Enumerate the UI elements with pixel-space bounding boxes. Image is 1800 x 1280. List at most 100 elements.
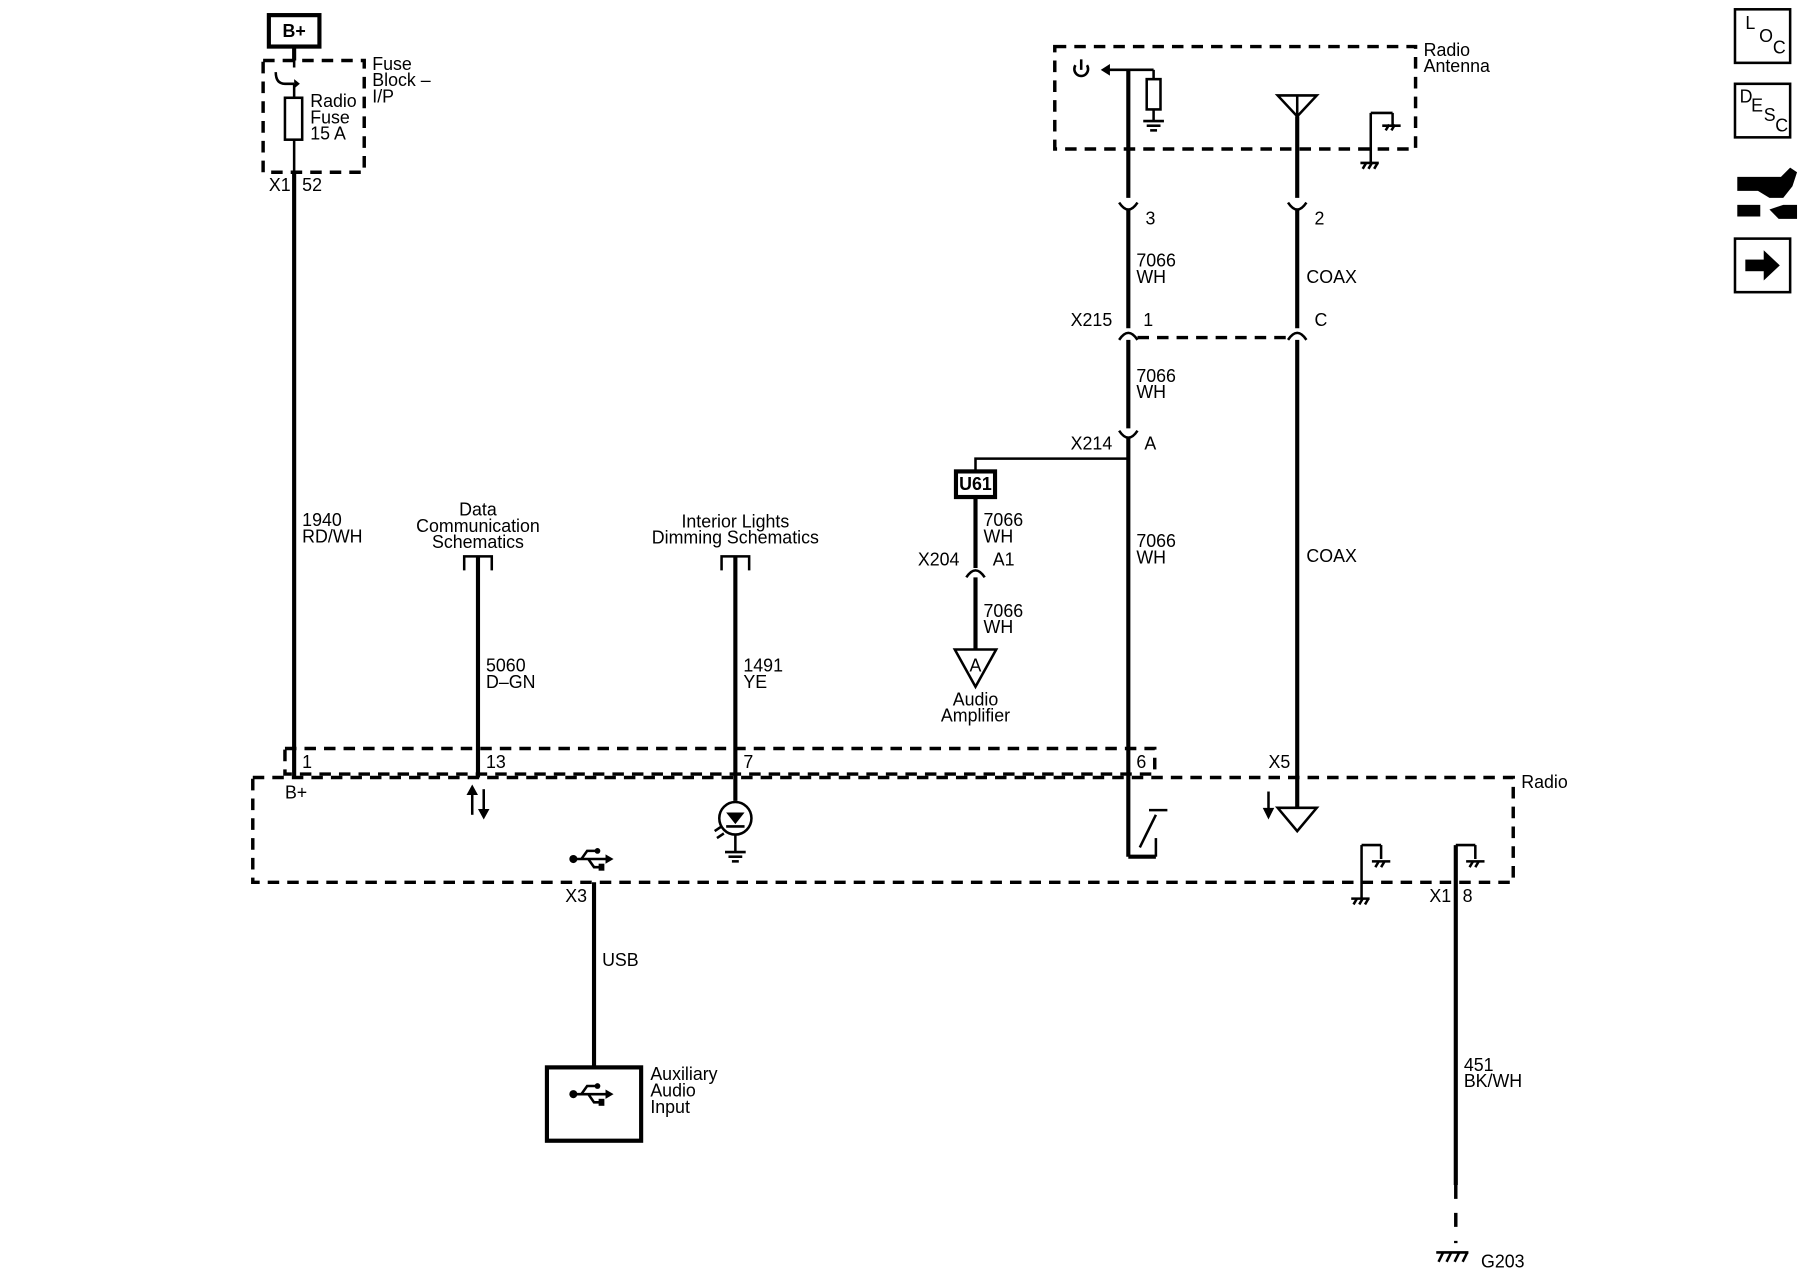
svg-text:Auxiliary: Auxiliary [650, 1064, 717, 1084]
svg-text:D: D [1740, 86, 1753, 106]
svg-text:7066: 7066 [984, 510, 1024, 530]
ground-icon [1143, 119, 1164, 132]
audio-amplifier-reference: A Audio Amplifier [941, 648, 1010, 726]
svg-text:O: O [1759, 26, 1773, 46]
svg-text:Radio: Radio [1424, 40, 1471, 60]
fuse-block-ip: Fuse Block – I/P Radio Fuse 15 A X1 52 [261, 54, 431, 195]
description-button[interactable]: D E S C [1733, 82, 1792, 139]
svg-text:S: S [1764, 105, 1776, 125]
usb-icon [569, 847, 614, 871]
svg-text:YE: YE [743, 672, 767, 692]
next-page-button[interactable] [1733, 237, 1792, 294]
svg-text:WH: WH [1136, 547, 1166, 567]
svg-text:BK/WH: BK/WH [1464, 1071, 1522, 1091]
u61-option-box: U61 [953, 469, 998, 500]
svg-text:Schematics: Schematics [432, 532, 524, 552]
ground-g203-icon [1436, 1251, 1469, 1263]
svg-text:COAX: COAX [1306, 267, 1356, 287]
svg-text:1: 1 [1143, 310, 1153, 330]
svg-text:Audio: Audio [650, 1080, 696, 1100]
bidirectional-data-icon [466, 784, 490, 820]
connector-x215: X215 1 C [1071, 310, 1327, 341]
svg-text:C: C [1773, 37, 1786, 57]
resistor-icon [1145, 77, 1162, 111]
connector-x204: X204 A1 [918, 550, 1015, 579]
svg-text:Amplifier: Amplifier [941, 706, 1010, 726]
svg-text:6: 6 [1136, 752, 1146, 772]
svg-text:1491: 1491 [743, 656, 783, 676]
svg-text:7066: 7066 [1136, 250, 1176, 270]
radio-antenna-module: Radio Antenna [1053, 40, 1490, 170]
svg-text:5060: 5060 [486, 656, 526, 676]
connector-x214: X214 A [1071, 429, 1156, 453]
svg-text:WH: WH [984, 526, 1014, 546]
svg-text:X1: X1 [269, 175, 291, 195]
auxiliary-audio-input: Auxiliary Audio Input [544, 1064, 718, 1143]
svg-text:X215: X215 [1071, 310, 1113, 330]
svg-text:X214: X214 [1071, 433, 1113, 453]
svg-text:1: 1 [302, 752, 312, 772]
svg-text:7066: 7066 [1136, 531, 1176, 551]
svg-text:E: E [1751, 96, 1763, 116]
svg-text:C: C [1775, 115, 1788, 135]
data-communication-reference: Data Communication Schematics [416, 500, 540, 571]
radio-chassis-ground-icon [1351, 843, 1391, 906]
svg-text:A: A [970, 656, 982, 676]
svg-text:WH: WH [1136, 267, 1166, 287]
svg-text:7066: 7066 [984, 601, 1024, 621]
svg-text:COAX: COAX [1306, 546, 1356, 566]
antenna-icon [1274, 94, 1320, 119]
svg-text:A: A [1144, 433, 1156, 453]
fuse-icon [283, 96, 304, 141]
radio-module: Radio 1 B+ 13 7 6 X5 [251, 746, 1568, 906]
svg-text:Antenna: Antenna [1424, 56, 1490, 76]
svg-text:U61: U61 [959, 474, 992, 494]
lamp-dimmer-icon [713, 800, 753, 863]
svg-text:A1: A1 [993, 550, 1015, 570]
svg-text:X5: X5 [1268, 752, 1290, 772]
antenna-input-icon [1262, 791, 1320, 834]
svg-text:1940: 1940 [302, 510, 342, 530]
svg-text:WH: WH [1136, 382, 1166, 402]
svg-text:8: 8 [1463, 886, 1473, 906]
fuse-block-title-3: I/P [372, 86, 394, 106]
svg-text:7066: 7066 [1136, 366, 1176, 386]
connector-pin-2 [1286, 201, 1308, 211]
svg-text:13: 13 [486, 752, 506, 772]
interior-lights-reference: Interior Lights Dimming Schematics [652, 511, 819, 571]
svg-text:52: 52 [302, 175, 322, 195]
svg-text:WH: WH [984, 617, 1014, 637]
radio-ground-pin-icon [1455, 843, 1485, 868]
chassis-ground-icon [1360, 111, 1401, 170]
svg-text:451: 451 [1464, 1055, 1494, 1075]
svg-text:Input: Input [650, 1097, 690, 1117]
arrow-right-icon [1745, 250, 1780, 281]
fuse-block-title-1: Fuse [372, 54, 412, 74]
svg-text:3: 3 [1146, 209, 1156, 229]
svg-text:RD/WH: RD/WH [302, 526, 362, 546]
svg-text:Interior Lights: Interior Lights [681, 511, 789, 531]
b-plus-source: B+ [266, 13, 322, 61]
svg-text:L: L [1745, 13, 1755, 33]
svg-text:G203: G203 [1481, 1251, 1525, 1271]
fuse-block-title-2: Block – [372, 70, 430, 90]
svg-text:Communication: Communication [416, 516, 540, 536]
svg-text:2: 2 [1314, 209, 1324, 229]
connector-hand-icon [1737, 167, 1798, 219]
svg-text:Radio: Radio [1521, 772, 1568, 792]
connector-pin-3 [1118, 201, 1139, 211]
svg-text:Dimming Schematics: Dimming Schematics [652, 527, 819, 547]
svg-text:15 A: 15 A [310, 124, 346, 144]
svg-text:Radio: Radio [310, 91, 357, 111]
location-button[interactable]: L O C [1733, 8, 1792, 65]
connector-view-button[interactable] [1737, 167, 1798, 219]
power-icon [1073, 59, 1090, 78]
svg-text:X1: X1 [1429, 886, 1451, 906]
svg-text:Fuse: Fuse [310, 107, 350, 127]
svg-text:B+: B+ [283, 21, 306, 41]
svg-text:X3: X3 [565, 886, 587, 906]
switch-icon [1128, 808, 1168, 859]
svg-text:Audio: Audio [953, 689, 999, 709]
svg-text:D–GN: D–GN [486, 672, 535, 692]
